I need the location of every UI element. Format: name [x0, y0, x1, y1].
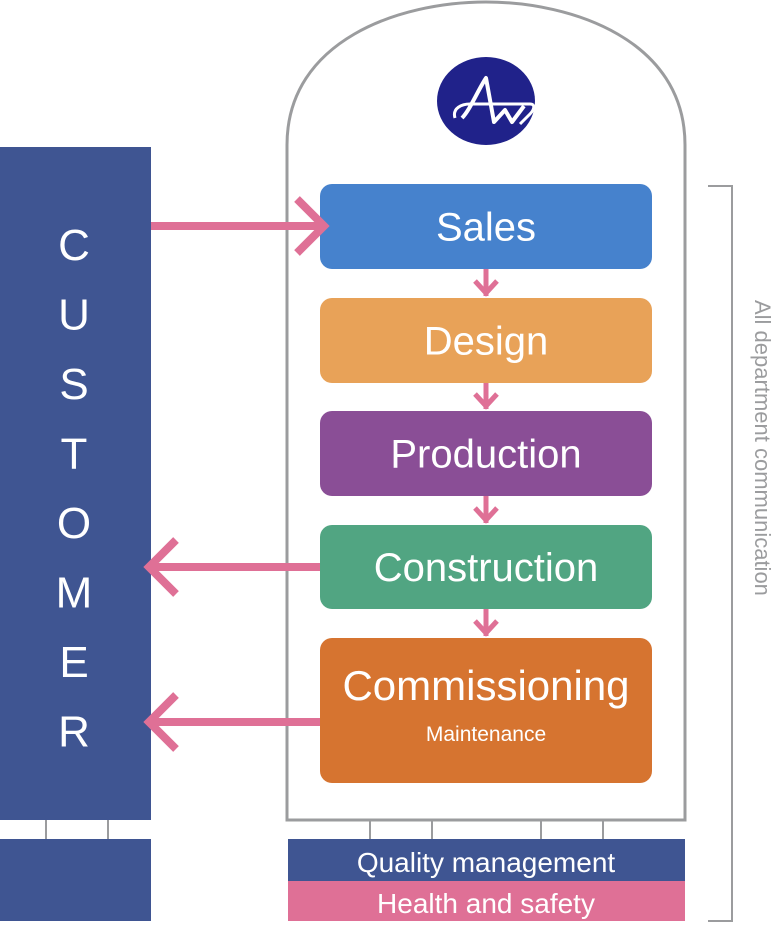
- aw-logo-icon: [437, 57, 536, 145]
- process-step-sales: Sales: [320, 184, 652, 269]
- customer-letter: C: [58, 221, 90, 270]
- process-label: Sales: [436, 206, 536, 250]
- process-label: Commissioning: [342, 662, 629, 709]
- company-outline: [285, 0, 687, 822]
- process-sublabel: Maintenance: [426, 723, 546, 746]
- customer-letter: M: [56, 569, 93, 618]
- process-step-design: Design: [320, 298, 652, 383]
- customer-panel: [0, 147, 151, 820]
- down-arrow: [473, 383, 499, 410]
- customer-letter: U: [58, 291, 90, 340]
- down-arrow: [473, 609, 499, 637]
- customer-base: [0, 839, 151, 921]
- process-step-production: Production: [320, 411, 652, 496]
- down-arrow: [473, 269, 499, 297]
- down-arrow: [473, 496, 499, 524]
- customer-letter: E: [59, 638, 88, 687]
- process-box: [320, 184, 652, 269]
- communication-bracket: [708, 185, 733, 922]
- all-department-communication-label: All department communication: [750, 300, 775, 596]
- process-box: [320, 411, 652, 496]
- process-label: Production: [390, 433, 581, 477]
- quality-management-band: [288, 839, 685, 881]
- process-box: [320, 638, 652, 783]
- process-step-construction: Construction: [320, 525, 652, 609]
- arrow-construction-to-customer: [143, 537, 320, 597]
- customer-letter: S: [59, 360, 88, 409]
- quality-management-label: Quality management: [357, 847, 616, 878]
- health-safety-band: [288, 881, 685, 921]
- customer-letter: T: [61, 430, 88, 479]
- process-box: [320, 525, 652, 609]
- process-label: Design: [424, 320, 549, 364]
- customer-letter: R: [58, 708, 90, 757]
- process-box: [320, 298, 652, 383]
- health-safety-label: Health and safety: [377, 888, 595, 919]
- customer-letter: O: [57, 499, 91, 548]
- arrow-customer-to-sales: [151, 196, 330, 256]
- arrow-commissioning-to-customer: [143, 692, 320, 752]
- process-label: Construction: [374, 546, 599, 590]
